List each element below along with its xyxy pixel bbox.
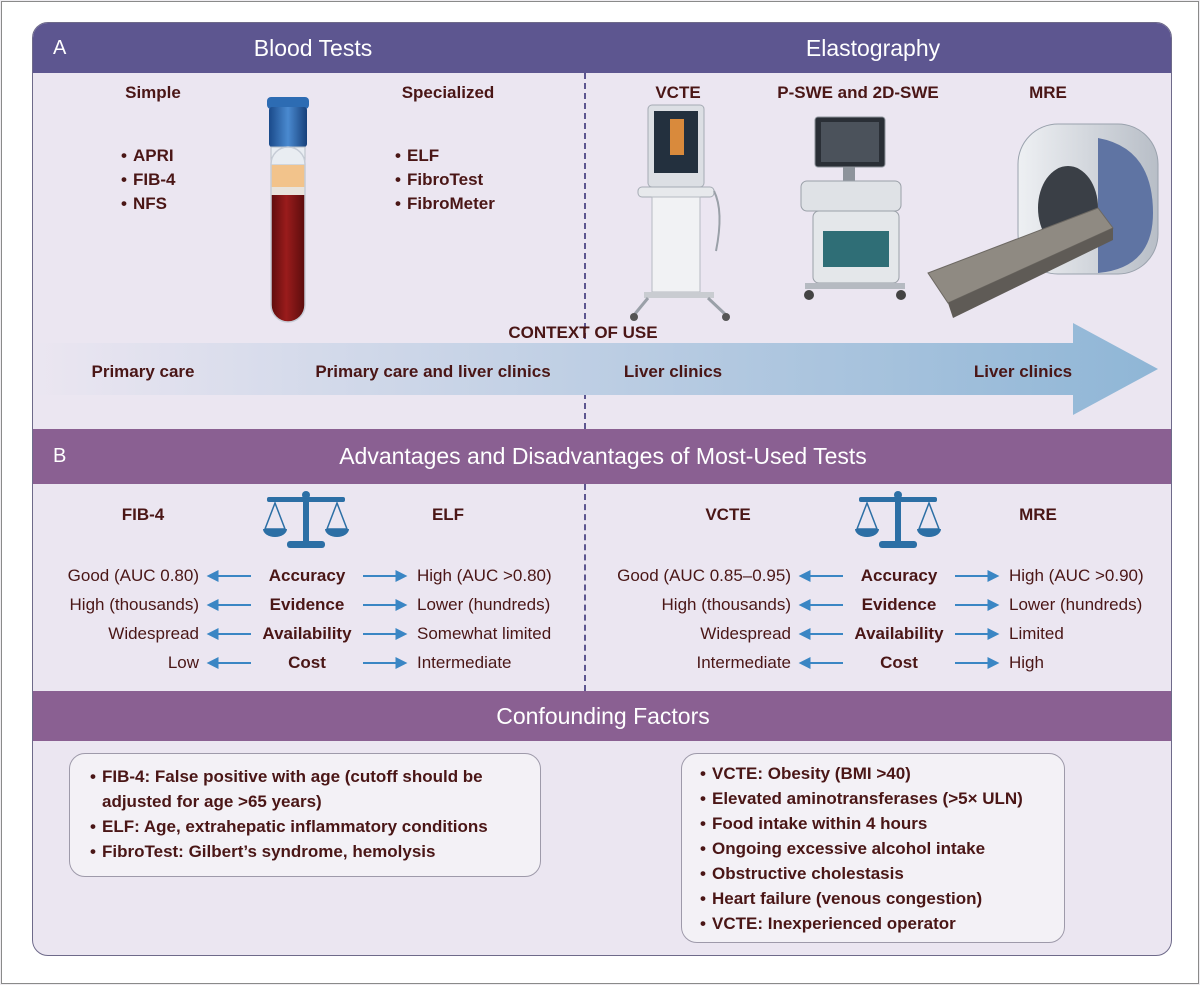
specialized-label: Specialized xyxy=(401,83,495,102)
section-c-header: Confounding Factors xyxy=(33,691,1171,741)
swe-device-illustration xyxy=(800,116,906,300)
criterion: Accuracy xyxy=(860,566,938,585)
simple-tests-list: APRI FIB-4 NFS xyxy=(121,144,176,216)
device-label-vcte: VCTE xyxy=(655,83,701,102)
cell: High xyxy=(1009,653,1044,672)
criterion: Accuracy xyxy=(268,566,346,585)
list-item: FIB-4 xyxy=(121,168,176,192)
context-setting: Primary care and liver clinics xyxy=(315,362,551,381)
list-item: Ongoing excessive alcohol intake xyxy=(700,836,1060,861)
list-item: Elevated aminotransferases (>5× ULN) xyxy=(700,786,1060,811)
advantages-heading: Advantages and Disadvantages of Most-Use… xyxy=(339,443,867,469)
confounding-list-right: VCTE: Obesity (BMI >40) Elevated aminotr… xyxy=(700,761,1060,936)
figure-panel: A Blood Tests Elastography Simple APRI F… xyxy=(32,22,1172,956)
device-label-mre: MRE xyxy=(1029,83,1067,102)
context-of-use-label: CONTEXT OF USE xyxy=(508,323,658,342)
list-item: APRI xyxy=(121,144,176,168)
confounding-box-left: FIB-4: False positive with age (cutoff s… xyxy=(69,753,541,877)
list-item: VCTE: Inexperienced operator xyxy=(700,911,1060,936)
cell: Widespread xyxy=(108,624,199,643)
criterion: Evidence xyxy=(269,595,345,614)
cell: High (AUC >0.80) xyxy=(417,566,552,585)
divider-b xyxy=(584,484,586,691)
cell: Widespread xyxy=(700,624,791,643)
context-of-use-arrow xyxy=(33,323,1158,415)
context-setting: Liver clinics xyxy=(623,362,723,381)
blood-tests-heading: Blood Tests xyxy=(253,35,373,61)
cell: Good (AUC 0.80) xyxy=(67,566,199,585)
list-item: FibroMeter xyxy=(395,192,495,216)
confounding-list-left: FIB-4: False positive with age (cutoff s… xyxy=(90,764,530,864)
list-item: FibroTest: Gilbert’s syndrome, hemolysis xyxy=(90,839,530,864)
criterion: Evidence xyxy=(861,595,937,614)
test-b-left: ELF xyxy=(431,505,465,524)
right-criteria: Accuracy Evidence Availability Cost xyxy=(847,561,951,677)
mre-scanner-illustration xyxy=(927,123,1159,318)
cell: Lower (hundreds) xyxy=(1009,595,1143,614)
left-a-values: Good (AUC 0.80) High (thousands) Widespr… xyxy=(41,561,199,677)
device-label-swe: P-SWE and 2D-SWE xyxy=(777,83,939,102)
section-b-letter: B xyxy=(53,445,67,467)
list-item: Heart failure (venous congestion) xyxy=(700,886,1060,911)
left-criteria: Accuracy Evidence Availability Cost xyxy=(255,561,359,677)
criterion: Availability xyxy=(854,624,944,643)
context-setting: Primary care xyxy=(91,362,195,381)
list-item: ELF xyxy=(395,144,495,168)
list-item: Food intake within 4 hours xyxy=(700,811,1060,836)
left-b-values: High (AUC >0.80) Lower (hundreds) Somewh… xyxy=(417,561,587,677)
specialized-tests-list: ELF FibroTest FibroMeter xyxy=(395,144,495,216)
confounding-box-right: VCTE: Obesity (BMI >40) Elevated aminotr… xyxy=(681,753,1065,943)
section-a-header: A Blood Tests Elastography xyxy=(33,23,1171,73)
cell: Intermediate xyxy=(696,653,792,672)
cell: High (thousands) xyxy=(69,595,199,614)
balance-scale-icon xyxy=(855,491,941,548)
section-a-letter: A xyxy=(53,37,67,59)
right-a-values: Good (AUC 0.85–0.95) High (thousands) Wi… xyxy=(593,561,791,677)
elastography-heading: Elastography xyxy=(805,35,941,61)
vcte-device-illustration xyxy=(630,104,730,321)
blood-tube-illustration xyxy=(267,97,309,323)
context-setting: Liver clinics xyxy=(973,362,1073,381)
list-item: FIB-4: False positive with age (cutoff s… xyxy=(90,764,530,814)
test-a-left: FIB-4 xyxy=(121,505,165,524)
cell: Low xyxy=(167,653,199,672)
cell: Somewhat limited xyxy=(417,624,552,643)
list-item: Obstructive cholestasis xyxy=(700,861,1060,886)
section-b-header: B Advantages and Disadvantages of Most-U… xyxy=(33,429,1171,484)
list-item: ELF: Age, extrahepatic inflammatory cond… xyxy=(90,814,530,839)
comparison-arrows xyxy=(206,570,1000,669)
simple-label: Simple xyxy=(125,83,181,102)
confounding-heading: Confounding Factors xyxy=(496,703,710,729)
cell: High (thousands) xyxy=(661,595,791,614)
cell: High (AUC >0.90) xyxy=(1009,566,1144,585)
cell: Good (AUC 0.85–0.95) xyxy=(617,566,791,585)
cell: Lower (hundreds) xyxy=(417,595,551,614)
criterion: Cost xyxy=(288,653,326,672)
balance-scale-icon xyxy=(263,491,349,548)
list-item: VCTE: Obesity (BMI >40) xyxy=(700,761,1060,786)
cell: Intermediate xyxy=(417,653,512,672)
divider-a xyxy=(584,23,586,429)
right-b-values: High (AUC >0.90) Lower (hundreds) Limite… xyxy=(1009,561,1169,677)
cell: Limited xyxy=(1009,624,1064,643)
criterion: Cost xyxy=(880,653,918,672)
test-a-right: VCTE xyxy=(705,505,751,524)
criterion: Availability xyxy=(262,624,352,643)
list-item: FibroTest xyxy=(395,168,495,192)
test-b-right: MRE xyxy=(1019,505,1057,524)
list-item: NFS xyxy=(121,192,176,216)
